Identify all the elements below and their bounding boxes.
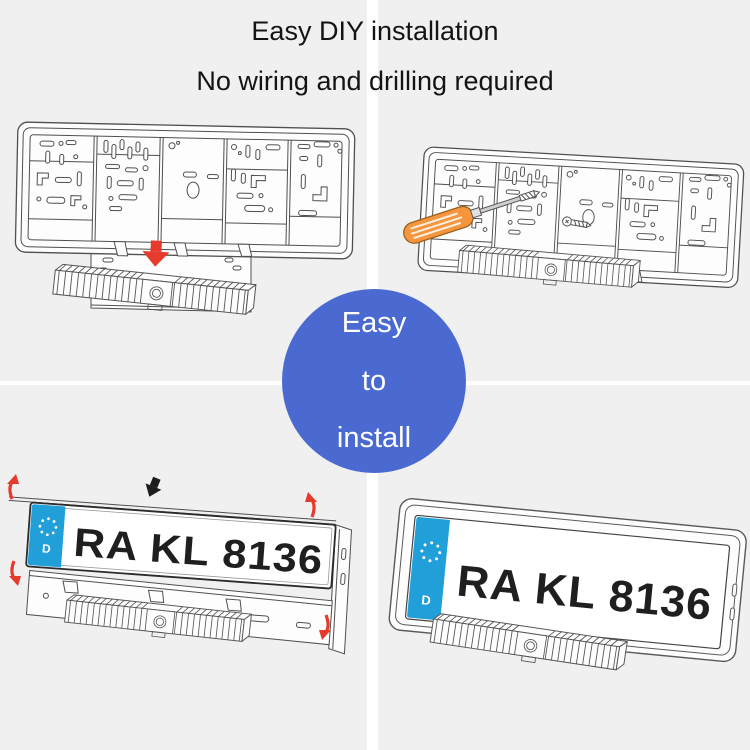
eu-strip [407, 517, 450, 621]
eu-stars-icon [420, 541, 442, 563]
red-down-arrow-icon [142, 240, 170, 267]
red-curl-arrow-icon [303, 492, 319, 518]
license-plate-frame-drawing [14, 121, 356, 262]
country-letter: D [421, 592, 432, 608]
black-down-arrow-icon [145, 476, 162, 497]
license-plate: D RA KL 8136 [404, 514, 731, 650]
badge-line: Easy [341, 307, 407, 339]
red-curl-arrow-icon [7, 560, 23, 586]
screwdriver-icon [403, 190, 541, 244]
easy-to-install-badge: Easy to install [282, 289, 466, 473]
badge-line: install [336, 422, 412, 454]
illustration-step-3-insert-plate: D RA KL 8136 [5, 474, 353, 655]
red-curl-arrow-icon [5, 474, 21, 500]
license-plate: D RA KL 8136 [25, 501, 337, 590]
country-letter: D [41, 541, 51, 556]
headline-subtitle: No wiring and drilling required [196, 66, 554, 96]
illustration-step-4-assembled: D RA KL 8136 [388, 498, 747, 677]
badge-line: to [361, 364, 387, 397]
illustration-step-2-screwdriver [403, 146, 745, 293]
headline-title: Easy DIY installation [251, 16, 499, 46]
screw-icon [562, 216, 592, 229]
eu-stars-icon [38, 517, 58, 537]
illustration-step-1-frame-and-bar [14, 121, 356, 321]
